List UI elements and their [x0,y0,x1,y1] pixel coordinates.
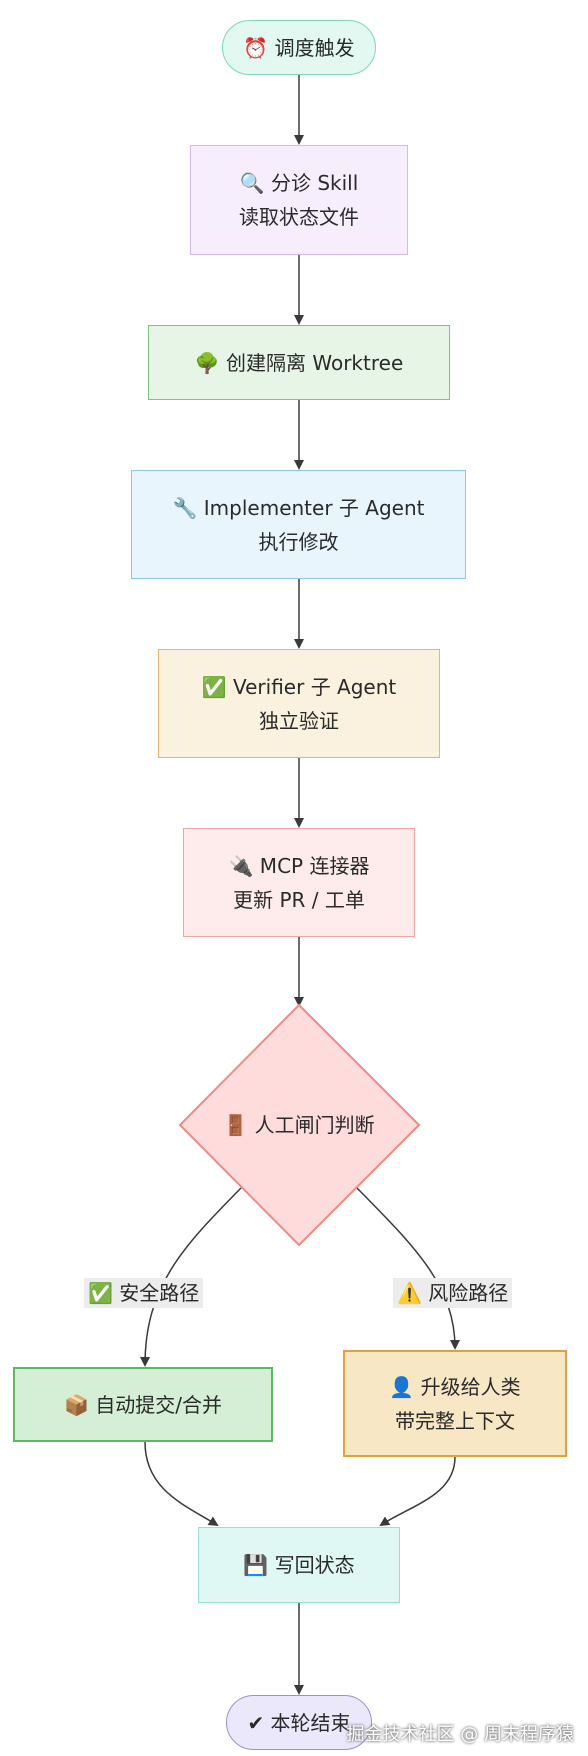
escalate-label: 👤 升级给人类 [389,1374,521,1399]
gate-label: 🚪 人工闸门判断 [223,1113,375,1137]
watermark: 掘金技术社区 @ 周末程序猿 [346,1724,574,1745]
safe-path-label: ✅ 安全路径 [84,1278,204,1308]
node-worktree: 🌳 创建隔离 Worktree [148,325,450,400]
worktree-label: 🌳 创建隔离 Worktree [194,350,404,375]
edge-escalate-writeback [379,1456,456,1527]
edge-auto-writeback [144,1441,219,1527]
writeback-label: 💾 写回状态 [243,1553,355,1577]
implementer-label: 🔧 Implementer 子 Agent [172,495,425,520]
node-writeback: 💾 写回状态 [198,1527,400,1603]
node-end: ✔ 本轮结束 [226,1695,372,1750]
node-trigger: ⏰ 调度触发 [222,20,376,75]
verifier-sublabel: 独立验证 [259,708,339,733]
edge-gate-risk [356,1187,460,1350]
node-triage: 🔍 分诊 Skill 读取状态文件 [190,145,408,255]
trigger-label: ⏰ 调度触发 [243,35,355,60]
implementer-sublabel: 执行修改 [258,529,339,554]
verifier-label: ✅ Verifier 子 Agent [201,674,397,699]
triage-label: 🔍 分诊 Skill [239,171,359,195]
mcp-sublabel: 更新 PR / 工单 [233,887,365,912]
node-auto-commit: 📦 自动提交/合并 [13,1367,273,1442]
escalate-sublabel: 带完整上下文 [395,1408,515,1433]
edge-gate-safe [140,1187,242,1367]
mcp-label: 🔌 MCP 连接器 [228,853,370,878]
node-escalate: 👤 升级给人类 带完整上下文 [343,1350,567,1457]
node-implementer: 🔧 Implementer 子 Agent 执行修改 [131,470,466,579]
triage-sublabel: 读取状态文件 [239,205,359,229]
node-verifier: ✅ Verifier 子 Agent 独立验证 [158,649,440,758]
node-mcp: 🔌 MCP 连接器 更新 PR / 工单 [183,828,415,937]
gate-diamond [178,1003,421,1247]
auto-commit-label: 📦 自动提交/合并 [64,1392,222,1417]
risk-path-label: ⚠️ 风险路径 [393,1278,513,1308]
end-label: ✔ 本轮结束 [247,1710,351,1735]
